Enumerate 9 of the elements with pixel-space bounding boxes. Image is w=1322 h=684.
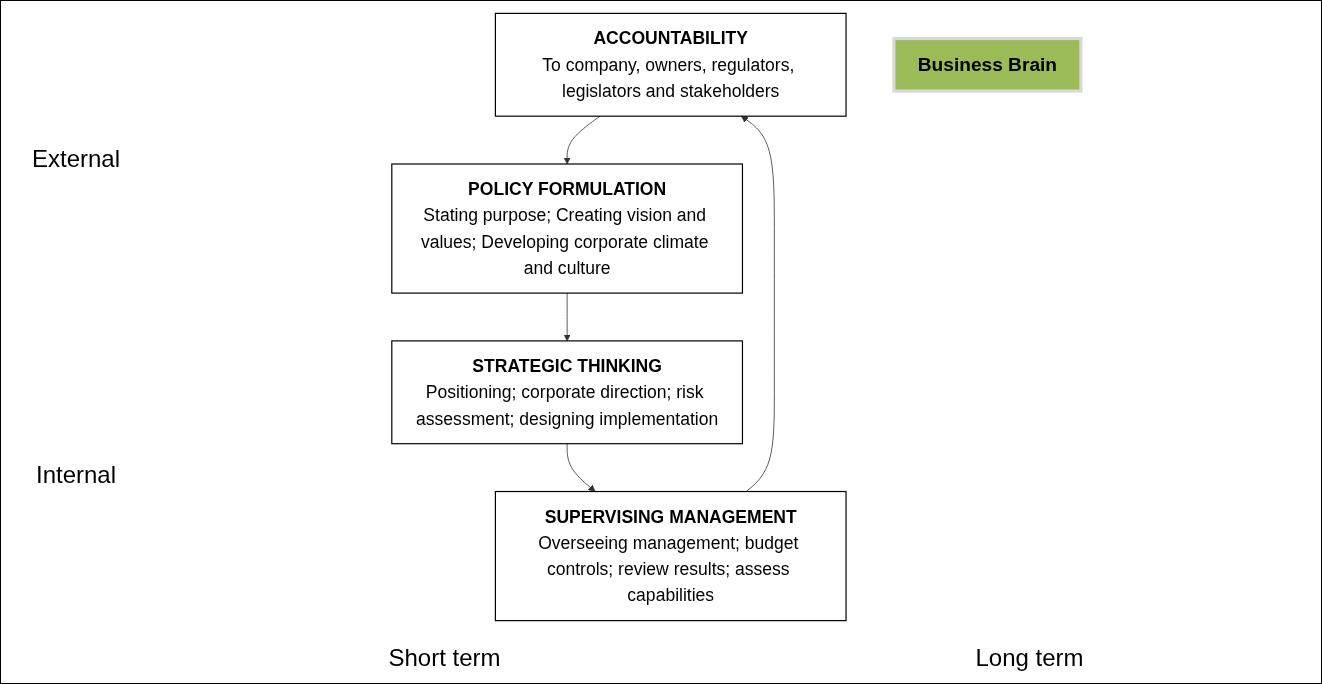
node-box: STRATEGIC THINKING Positioning; corporate direction; risk assessment; designing implementation	[390, 340, 743, 445]
node-box: SUPERVISING MANAGEMENT Overseeing management; budget controls; review results; assess capabilities	[494, 490, 847, 622]
node-box: Business Brain	[891, 36, 1083, 93]
node-box: ACCOUNTABILITY To company, owners, regulators, legislators and stakeholders	[494, 12, 847, 117]
row-label: External	[31, 145, 120, 173]
column-label: Short term	[388, 644, 501, 672]
column-label: Long term	[975, 644, 1084, 672]
node-box: POLICY FORMULATION Stating purpose; Creating vision and values; Developing corporate climate and culture	[390, 163, 743, 294]
row-label: Internal	[35, 461, 117, 489]
